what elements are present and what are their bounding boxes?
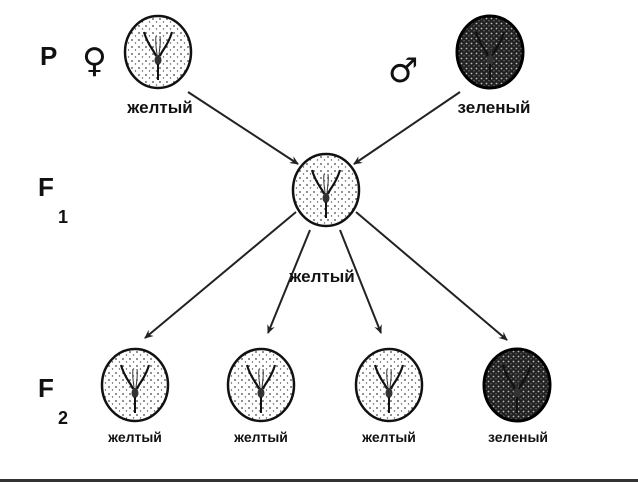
generation-label-f1: F 1	[38, 172, 68, 227]
arrow-f1-to-f2-2	[267, 229, 311, 334]
f1-subscript: 1	[58, 207, 68, 227]
arrow-f1-to-f2-1	[144, 211, 297, 339]
seed-parent-yellow	[123, 14, 193, 90]
seed-f1	[291, 152, 361, 228]
generation-label-f2: F 2	[38, 373, 68, 428]
male-symbol-icon: ♂	[388, 51, 418, 91]
arrow-female-to-f1	[187, 91, 299, 165]
arrow-male-to-f1	[353, 91, 461, 165]
arrows	[144, 91, 508, 341]
f2-label-1: желтый	[107, 429, 162, 445]
f1-letter: F	[38, 172, 54, 202]
f2-label-2: желтый	[233, 429, 288, 445]
seed-parent-green	[455, 14, 525, 90]
f2-subscript: 2	[58, 408, 68, 428]
parent-label-yellow: желтый	[126, 98, 192, 117]
seed-f2-4-green	[482, 347, 552, 423]
seed-f2-1	[100, 347, 170, 423]
generation-label-p: P	[40, 41, 57, 71]
f2-letter: F	[38, 373, 54, 403]
arrow-f1-to-f2-3	[339, 229, 382, 334]
arrow-f1-to-f2-4	[355, 211, 508, 341]
parent-label-green: зеленый	[458, 98, 531, 117]
f2-label-3: желтый	[361, 429, 416, 445]
seed-f2-3	[354, 347, 424, 423]
seed-f2-2	[226, 347, 296, 423]
female-symbol-icon: ♀	[82, 41, 107, 81]
f1-label: желтый	[288, 267, 354, 286]
f2-label-4: зеленый	[488, 429, 548, 445]
bottom-border	[0, 479, 638, 482]
